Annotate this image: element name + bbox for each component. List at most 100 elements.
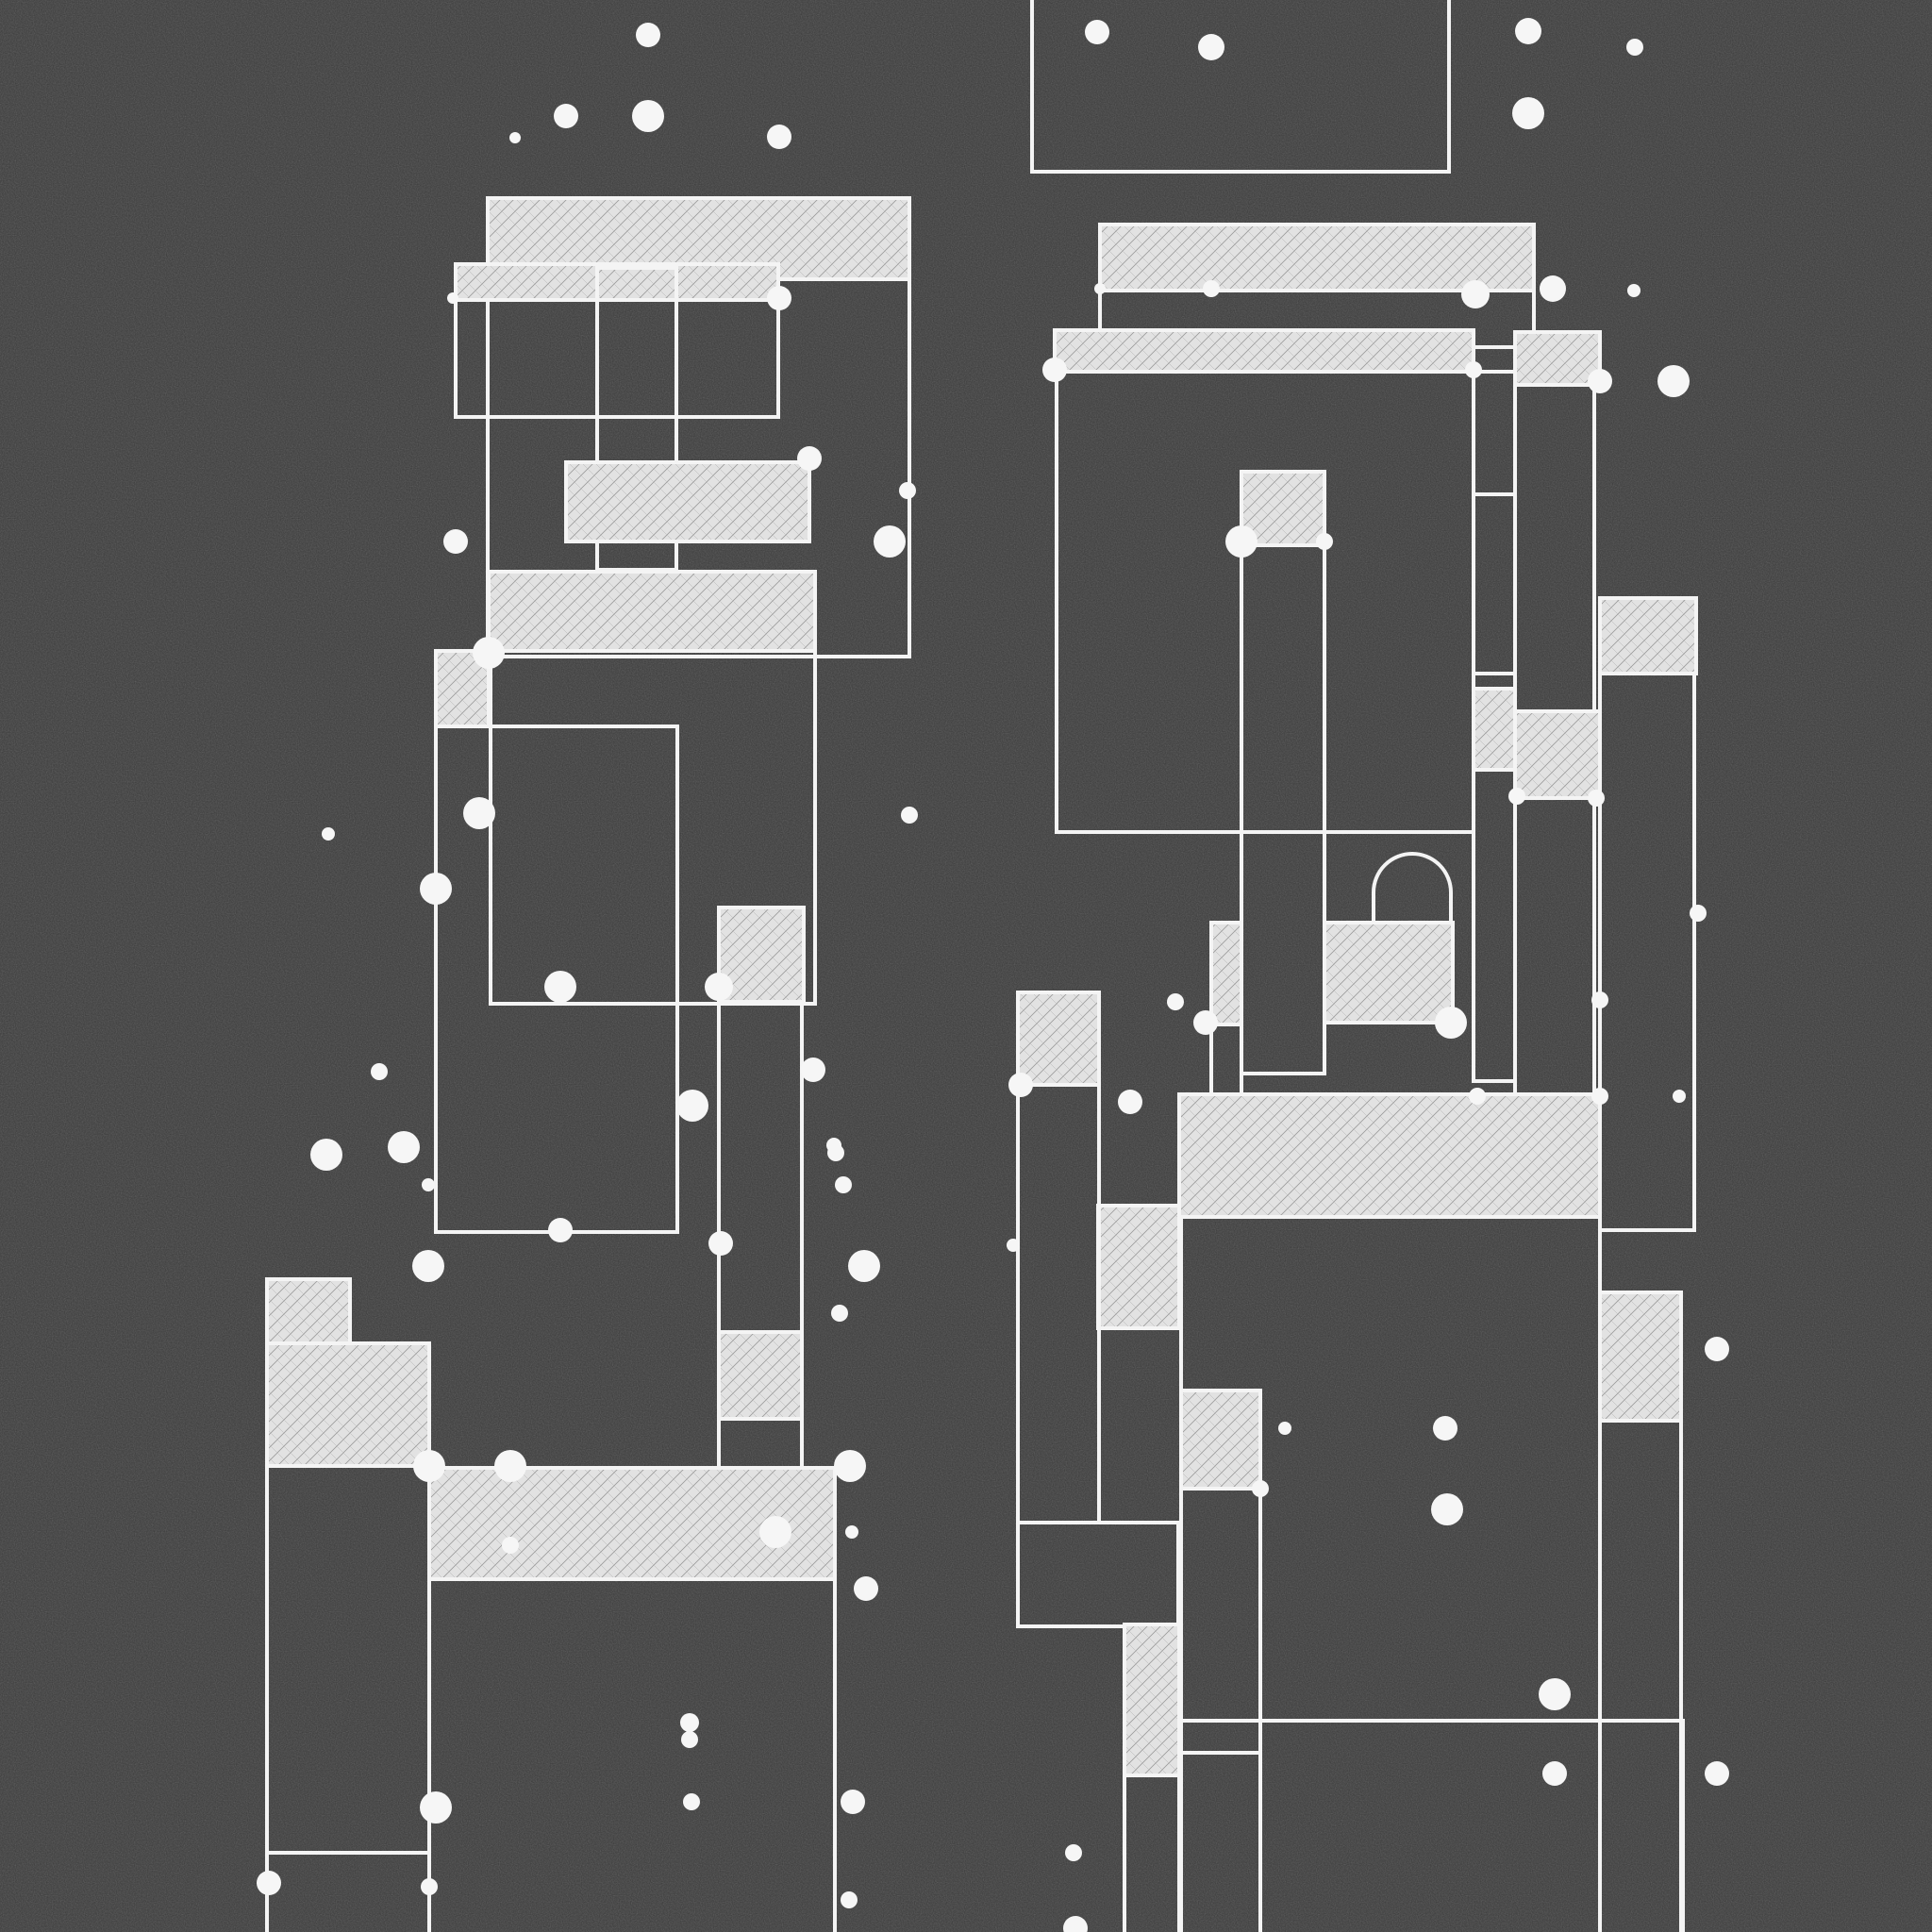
dot: [680, 1713, 699, 1732]
dot: [1065, 1844, 1082, 1861]
dot: [1435, 1007, 1467, 1039]
outline-frame: [427, 1577, 837, 1932]
dot: [1627, 284, 1641, 297]
hatched-block: [1323, 921, 1455, 1024]
outline-frame: [1240, 543, 1326, 1075]
dot: [681, 1731, 698, 1748]
dot: [420, 873, 452, 905]
dot: [1588, 369, 1612, 393]
dot: [412, 1250, 444, 1282]
hatched-block: [1513, 330, 1602, 387]
dot: [1461, 280, 1490, 308]
dot: [1588, 790, 1605, 807]
dot: [841, 1891, 858, 1908]
shape-layer: [265, 0, 1698, 1932]
dot: [1433, 1416, 1457, 1441]
dot: [1278, 1422, 1291, 1435]
dot: [1167, 993, 1184, 1010]
dot: [1591, 1088, 1608, 1105]
dot: [502, 1537, 519, 1554]
dot: [1094, 283, 1106, 294]
hatched-block: [1513, 709, 1602, 800]
dot: [1316, 533, 1333, 550]
dot: [854, 1576, 878, 1601]
dot: [848, 1250, 880, 1282]
dot: [1042, 358, 1067, 382]
dot: [797, 446, 822, 471]
dot: [676, 1090, 708, 1122]
dot: [1539, 1678, 1571, 1710]
outline-frame: [454, 298, 780, 419]
dot: [388, 1131, 420, 1163]
dot: [1225, 525, 1257, 558]
dot: [310, 1139, 342, 1171]
dot: [1469, 1088, 1486, 1105]
dot: [494, 1450, 526, 1482]
hatched-block: [487, 570, 817, 653]
dot: [1512, 97, 1544, 129]
dot: [1542, 1761, 1567, 1786]
hatched-block: [1598, 1291, 1683, 1423]
dot: [1705, 1337, 1729, 1361]
dot: [1673, 1090, 1686, 1103]
dot: [1540, 275, 1566, 302]
hatched-block: [1016, 991, 1101, 1087]
dot: [874, 525, 906, 558]
dot: [1431, 1493, 1463, 1525]
dot: [705, 973, 733, 1001]
outline-frame: [1598, 1419, 1683, 1932]
dot: [322, 827, 335, 841]
dot: [767, 286, 791, 310]
dot: [1657, 365, 1690, 397]
hatched-block: [1096, 1204, 1181, 1330]
outline-frame: [1123, 1774, 1181, 1932]
dot: [1008, 1073, 1033, 1097]
dot: [1200, 1018, 1209, 1027]
dot: [831, 1305, 848, 1322]
outline-frame: [1030, 0, 1451, 174]
dot: [841, 1790, 865, 1814]
dot: [443, 529, 468, 554]
dot: [371, 1063, 388, 1080]
hatched-block: [1598, 596, 1698, 675]
dot: [1007, 1239, 1020, 1252]
dot: [1515, 18, 1541, 44]
dot: [899, 482, 916, 499]
dot: [447, 292, 458, 304]
outline-frame: [489, 649, 817, 1006]
dot: [463, 797, 495, 829]
dot: [1203, 280, 1220, 297]
dot: [636, 23, 660, 47]
hatched-block: [1240, 470, 1326, 547]
hatched-block: [1053, 328, 1475, 374]
dot: [1626, 39, 1643, 56]
hatched-block: [265, 1277, 352, 1345]
dot: [420, 1791, 452, 1824]
dot: [901, 807, 918, 824]
dot: [632, 100, 664, 132]
dot: [683, 1793, 700, 1810]
dot: [801, 1058, 825, 1082]
dot: [509, 132, 521, 143]
arch-outline: [1372, 852, 1453, 924]
dot: [708, 1231, 733, 1256]
dot-layer: [257, 18, 1729, 1932]
dot: [544, 971, 576, 1003]
dot: [1508, 788, 1525, 805]
dot: [473, 637, 505, 669]
dot: [1690, 905, 1707, 922]
dot: [1198, 34, 1224, 60]
dot: [548, 1218, 573, 1242]
dot: [1252, 1480, 1269, 1497]
dot: [413, 1450, 445, 1482]
dot: [554, 104, 578, 128]
dot: [257, 1871, 281, 1895]
hatched-block: [1209, 921, 1243, 1026]
dot: [845, 1525, 858, 1539]
dot: [759, 1516, 791, 1548]
dot: [1085, 20, 1109, 44]
hatched-block: [717, 1330, 804, 1421]
dot: [1118, 1090, 1142, 1114]
dot: [1465, 361, 1482, 378]
hatched-block: [265, 1341, 431, 1468]
